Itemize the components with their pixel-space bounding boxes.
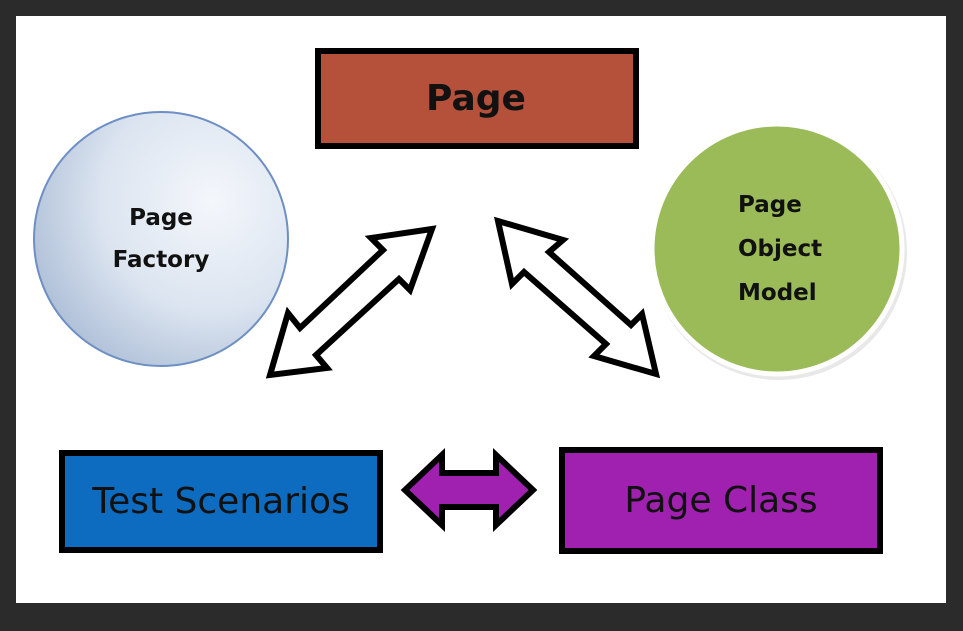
page-box (315, 48, 639, 149)
double-arrow-page-pom (493, 216, 661, 379)
diagram-canvas: Page Page Factory Page Object Model Test… (16, 16, 946, 603)
page-class-box (559, 447, 883, 554)
double-arrow-factory-page (265, 225, 437, 379)
page-factory-circle (33, 111, 289, 367)
diagram-shapes (33, 48, 907, 554)
double-arrow-test-class (400, 448, 538, 532)
test-scenarios-box (59, 450, 383, 553)
page-object-model-circle (649, 121, 905, 377)
